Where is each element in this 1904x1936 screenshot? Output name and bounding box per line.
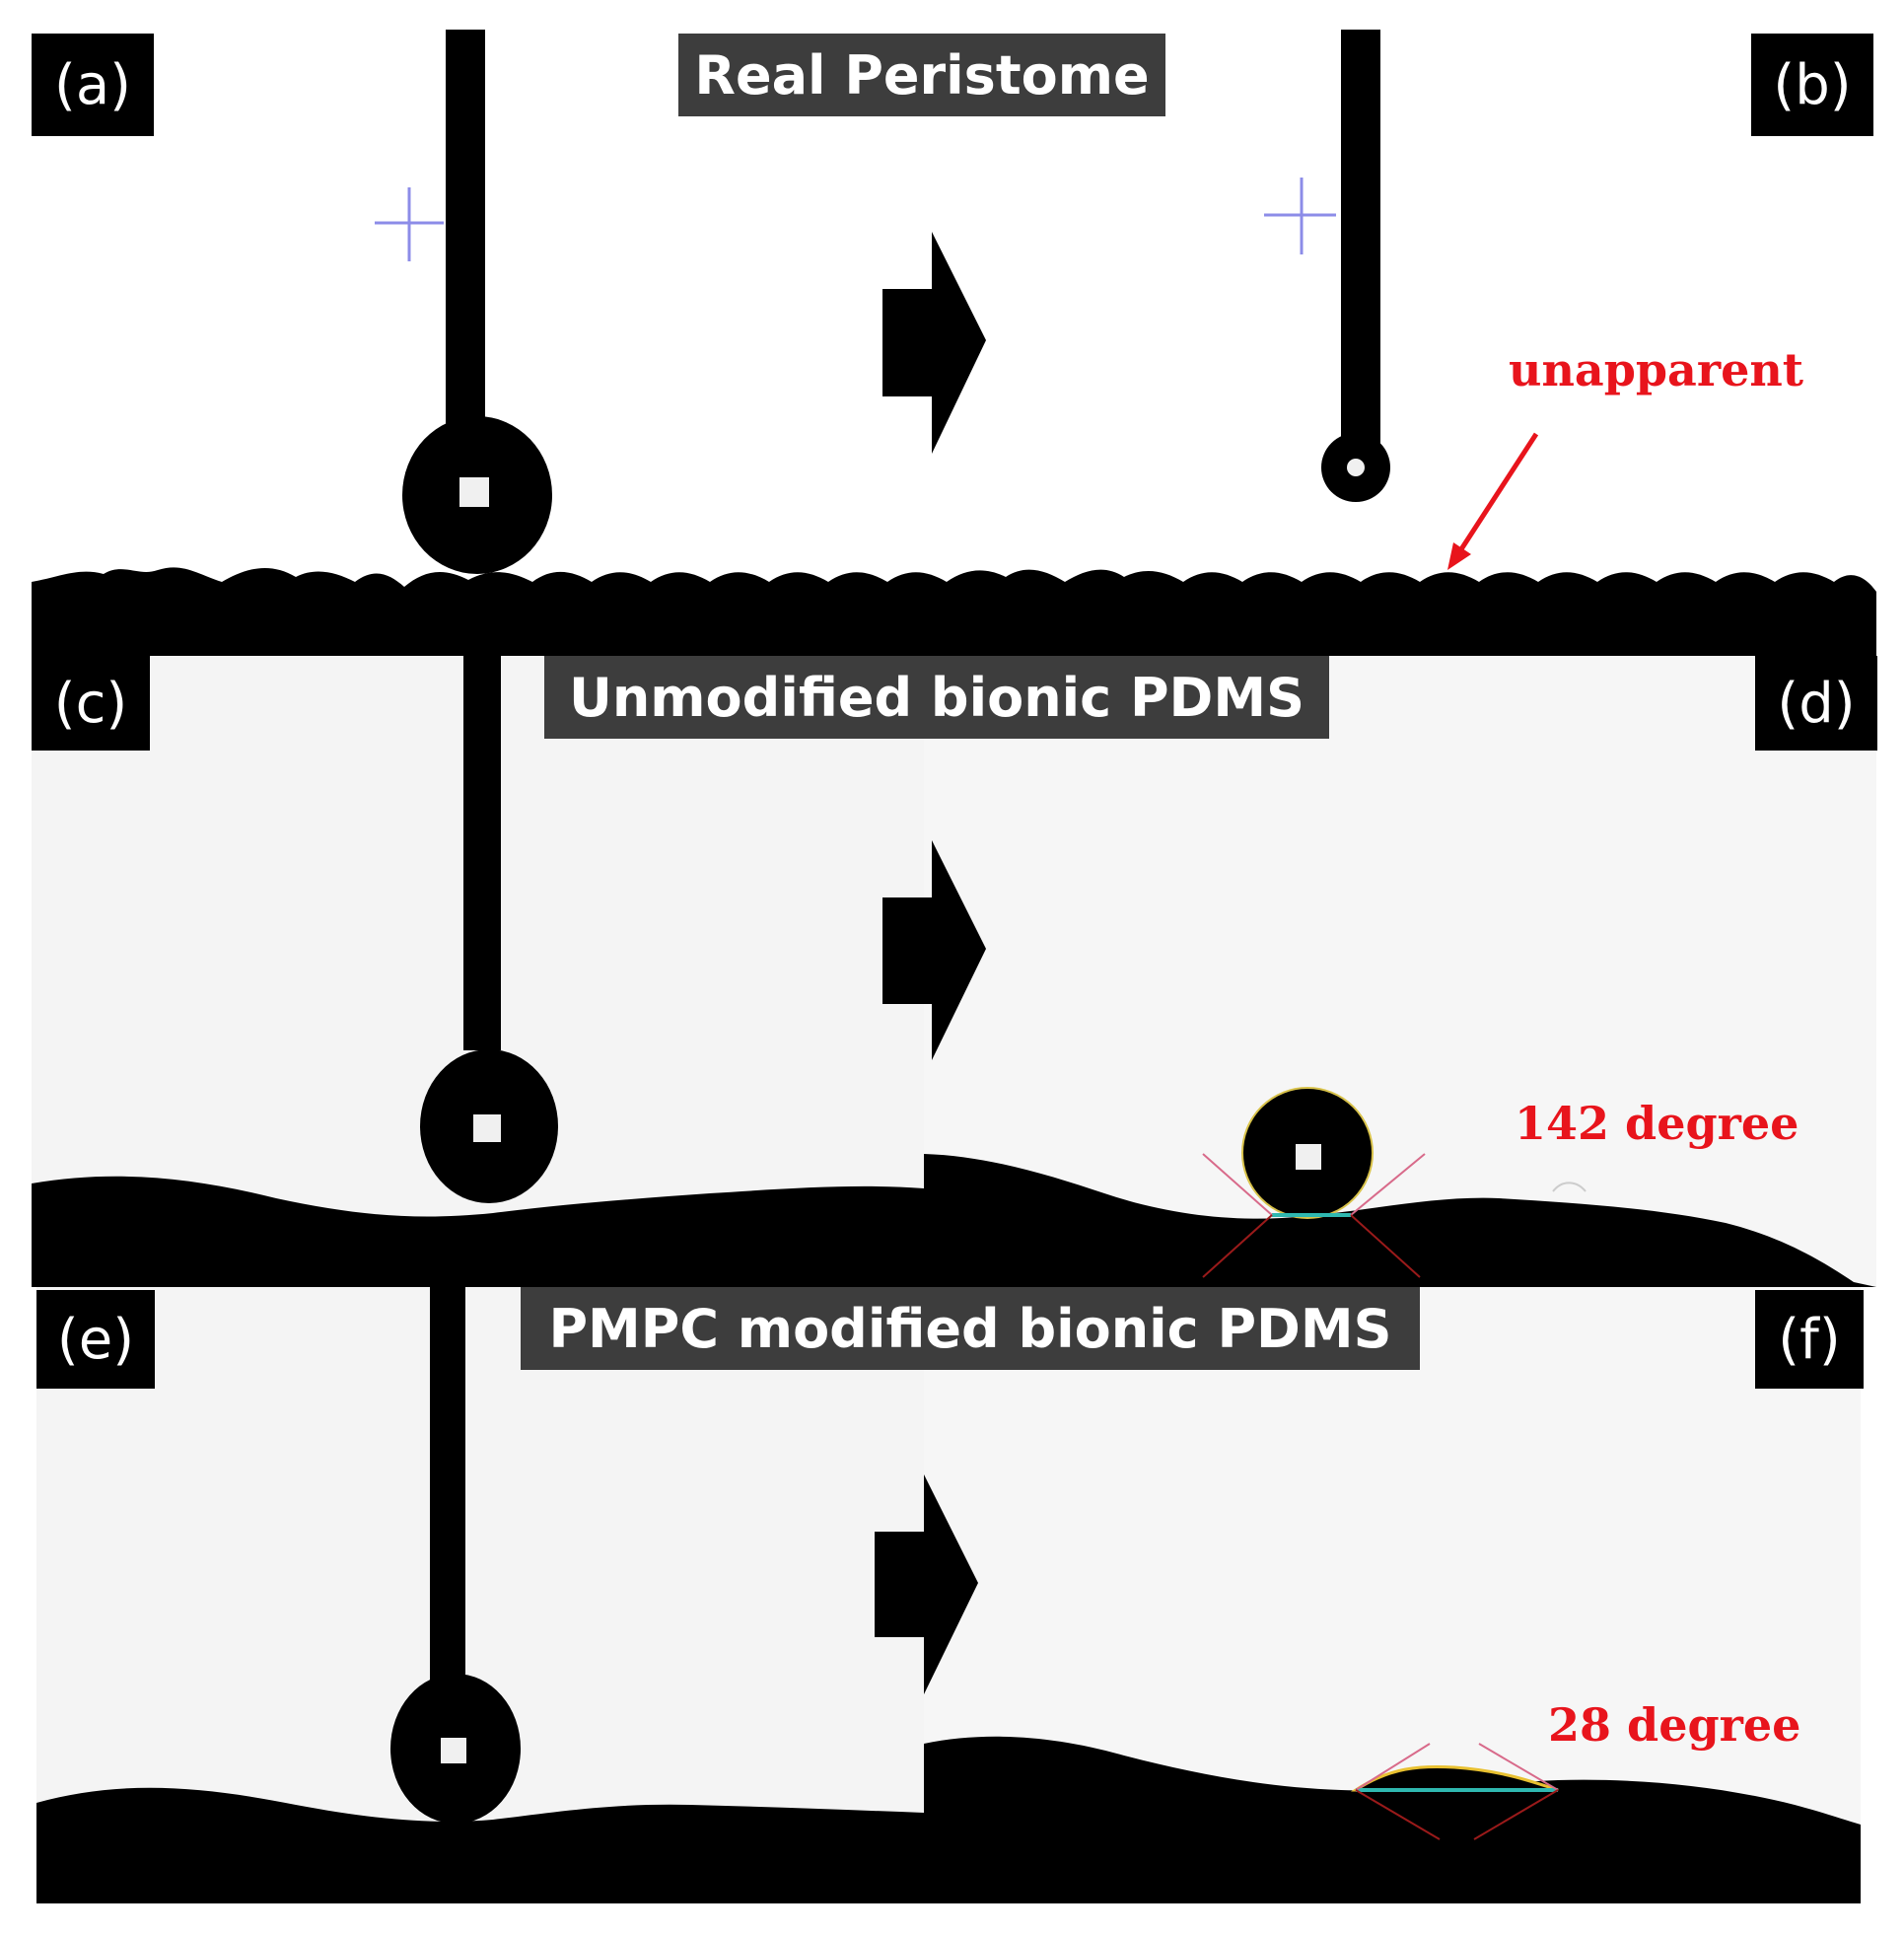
surface-fiber bbox=[1552, 1182, 1587, 1192]
panel-label-a: (a) bbox=[32, 34, 154, 136]
arrow-row2-icon bbox=[882, 840, 986, 1060]
needle-a bbox=[446, 30, 485, 424]
annotation-angle-f: 28 degree bbox=[1548, 1698, 1801, 1752]
pdms-surface-c bbox=[32, 1176, 924, 1287]
panel-d-background bbox=[924, 656, 1876, 1287]
red-pointer-arrow-icon bbox=[1447, 432, 1539, 570]
droplet-e-highlight bbox=[441, 1738, 466, 1763]
peristome-surface bbox=[32, 567, 1876, 656]
droplet-f bbox=[1350, 1764, 1559, 1792]
needle-c bbox=[463, 656, 501, 1050]
annotation-angle-d: 142 degree bbox=[1515, 1097, 1799, 1150]
row1-title: Real Peristome bbox=[678, 34, 1165, 116]
tangent-lines-f bbox=[1355, 1743, 1559, 1791]
baseline-extensions-d bbox=[1202, 1214, 1421, 1278]
droplet-d-highlight bbox=[1296, 1144, 1321, 1170]
arrow-row1-icon bbox=[882, 232, 986, 454]
baseline-extensions-f bbox=[1355, 1789, 1559, 1840]
row-1-real-peristome bbox=[32, 30, 1876, 661]
panel-label-d: (d) bbox=[1755, 656, 1877, 751]
annotation-unapparent: unapparent bbox=[1509, 343, 1804, 396]
panel-label-e: (e) bbox=[36, 1290, 155, 1389]
pdms-surface-d bbox=[924, 1154, 1876, 1287]
pdms-surface-e bbox=[36, 1787, 924, 1903]
tangent-lines-d bbox=[1202, 1153, 1426, 1216]
row-3-pmpc-pdms bbox=[36, 1287, 1861, 1903]
crosshair-a-icon bbox=[375, 187, 444, 261]
panel-label-b: (b) bbox=[1751, 34, 1873, 136]
droplet-c-highlight bbox=[473, 1114, 501, 1142]
crosshair-b-icon bbox=[1264, 178, 1336, 254]
panel-label-c: (c) bbox=[32, 656, 150, 751]
droplet-b-highlight bbox=[1347, 459, 1365, 476]
row-2-unmodified-pdms bbox=[32, 656, 1876, 1287]
needle-e bbox=[430, 1287, 465, 1691]
row2-title: Unmodified bionic PDMS bbox=[544, 656, 1329, 739]
needle-b bbox=[1341, 30, 1380, 454]
pdms-surface-f bbox=[924, 1736, 1861, 1903]
row3-title: PMPC modified bionic PDMS bbox=[521, 1287, 1420, 1370]
droplet-a-highlight bbox=[459, 477, 489, 507]
arrow-row3-icon bbox=[875, 1474, 978, 1694]
panel-label-f: (f) bbox=[1755, 1290, 1864, 1389]
